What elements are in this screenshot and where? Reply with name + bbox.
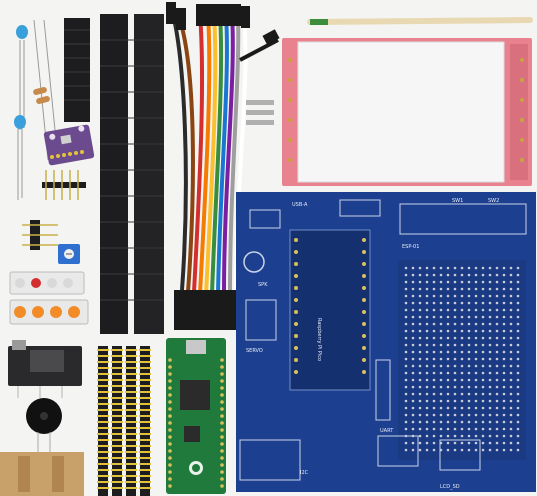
ceramic-capacitors	[14, 25, 28, 200]
pcb-label-uart: UART	[380, 428, 394, 434]
pcb-label-usb: USB-A	[292, 202, 308, 208]
jumper-wires	[170, 9, 248, 295]
loose-pins	[246, 100, 274, 125]
jumper-connectors	[166, 2, 250, 330]
foam-block	[0, 452, 84, 496]
pcb-label-servo: SERVO	[246, 348, 263, 354]
tactile-buttons	[9, 271, 89, 325]
pcb-label-lcd: LCD_SD	[440, 484, 460, 490]
pcb-board-name: Raspberry Pi Pico	[316, 318, 322, 361]
raspberry-logo	[189, 461, 203, 475]
pcb-label-speaker: SPK	[258, 282, 268, 288]
black-wire-tail	[239, 29, 280, 62]
lcd-display-module	[282, 38, 532, 186]
three-pin-header	[22, 220, 58, 250]
bme280-sensor-board	[43, 124, 95, 166]
blue-pcb-board: Raspberry Pi Pico SW1 SW2 USB-A LCD_SD E…	[236, 192, 536, 492]
gold-male-headers	[97, 346, 151, 496]
stylus	[307, 17, 533, 25]
slide-switch	[8, 340, 82, 398]
pcb-label-sw2: SW2	[488, 198, 499, 204]
pcb-label-wifi: ESP-01	[402, 244, 419, 250]
female-header-strips	[64, 14, 164, 334]
raspberry-pi-pico-board	[166, 338, 226, 494]
pcb-label-i2c: I2C	[300, 470, 309, 476]
small-pin-header	[42, 170, 86, 200]
potentiometer	[58, 244, 80, 264]
pcb-label-sw1: SW1	[452, 198, 463, 204]
